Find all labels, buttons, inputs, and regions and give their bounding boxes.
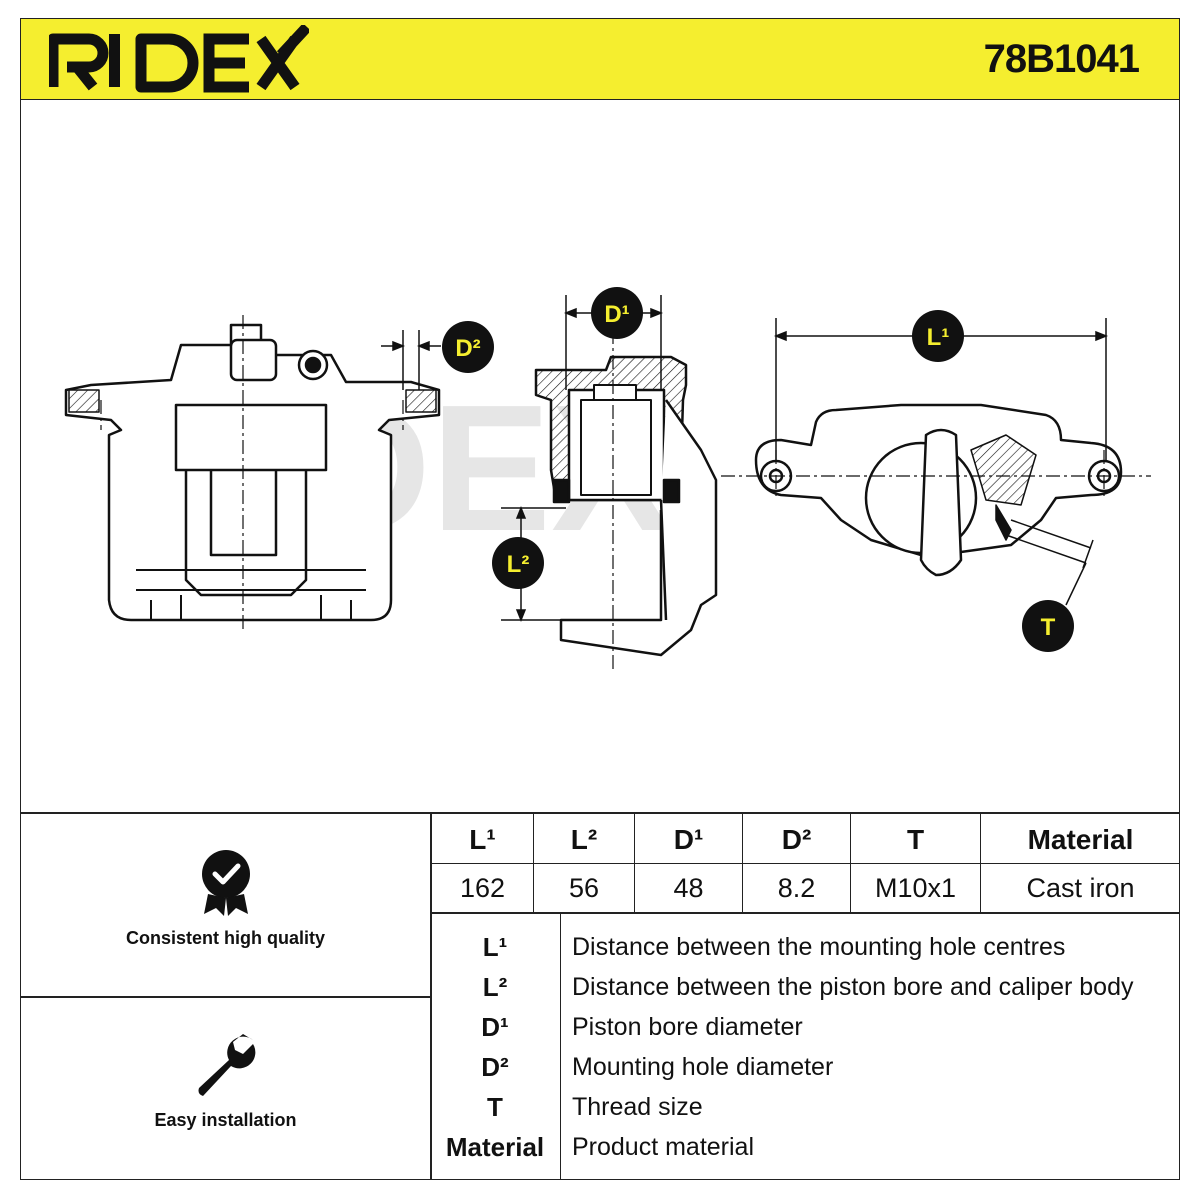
ridex-logo: [49, 25, 309, 93]
spec-value-material: Cast iron: [1026, 872, 1135, 903]
legend-text-d1: Piston bore diameter: [572, 1012, 803, 1041]
legend-key-t: T: [487, 1091, 503, 1122]
spec-col-sep-2: [634, 812, 636, 912]
spec-col-sep-1: [533, 812, 535, 912]
divider-drawing-bottom: [20, 812, 1180, 814]
legend-key-l1: L¹: [482, 931, 508, 962]
legend-key-l2: L²: [482, 971, 508, 1002]
legend-key-material: Material: [445, 1131, 545, 1162]
legend-text-material: Product material: [572, 1132, 755, 1161]
quality-badge-icon: [201, 850, 250, 916]
spec-header-d2: D²: [781, 824, 812, 855]
l1-callout-label: L¹: [927, 324, 950, 351]
d2-callout-label: D²: [455, 335, 480, 362]
legend-key-d1: D¹: [481, 1011, 509, 1042]
t-callout-badge: [1022, 600, 1074, 652]
divider-spec-header: [430, 863, 1180, 865]
feature-quality-label: Consistent high quality: [125, 928, 325, 948]
legend-text-d2: Mounting hole diameter: [572, 1052, 834, 1081]
caliper-technical-drawing: RIDEX D²: [64, 287, 1151, 670]
divider-features-middle: [20, 996, 431, 998]
header-bar: 78B1041: [20, 18, 1180, 100]
spec-header-l2: L²: [570, 824, 598, 855]
spec-header-l1: L¹: [469, 824, 496, 855]
spec-col-sep-4: [850, 812, 852, 912]
feature-quality: Consistent high quality: [21, 848, 430, 949]
caliper-front-view: [64, 323, 441, 622]
legend-key-d2: D²: [481, 1051, 509, 1082]
caliper-section-view: [534, 355, 718, 657]
caliper-side-view: [754, 403, 1123, 577]
legend-text-t: Thread size: [572, 1092, 703, 1121]
spec-value-l1: 162: [459, 872, 506, 903]
spec-value-d2: 8.2: [777, 872, 816, 903]
spec-value-t: M10x1: [874, 872, 957, 903]
legend-col-sep: [560, 912, 562, 1180]
spec-value-d1: 48: [673, 872, 704, 903]
l2-callout-label: L²: [507, 551, 530, 578]
spec-header-material: Material: [1027, 824, 1134, 855]
spec-col-sep-3: [742, 812, 744, 912]
spec-col-sep-5: [980, 812, 982, 912]
feature-installation-label: Easy installation: [154, 1110, 297, 1130]
legend-text-l2: Distance between the piston bore and cal…: [572, 972, 1134, 1001]
d1-callout-badge: [591, 287, 643, 339]
l2-callout-badge: [492, 537, 544, 589]
legend-text-l1: Distance between the mounting hole centr…: [572, 932, 1066, 961]
spec-header-d1: D¹: [673, 824, 704, 855]
d1-callout-label: D¹: [604, 301, 629, 328]
d2-callout-badge: [442, 321, 494, 373]
part-number: 78B1041: [983, 37, 1140, 81]
l1-callout-badge: [912, 310, 964, 362]
spec-value-l2: 56: [568, 872, 600, 903]
t-callout-label: T: [1041, 614, 1056, 641]
divider-spec-values: [430, 912, 1180, 914]
feature-installation: Easy installation: [21, 1030, 430, 1131]
spec-header-t: T: [906, 824, 925, 855]
wrench-icon: [198, 1034, 255, 1096]
